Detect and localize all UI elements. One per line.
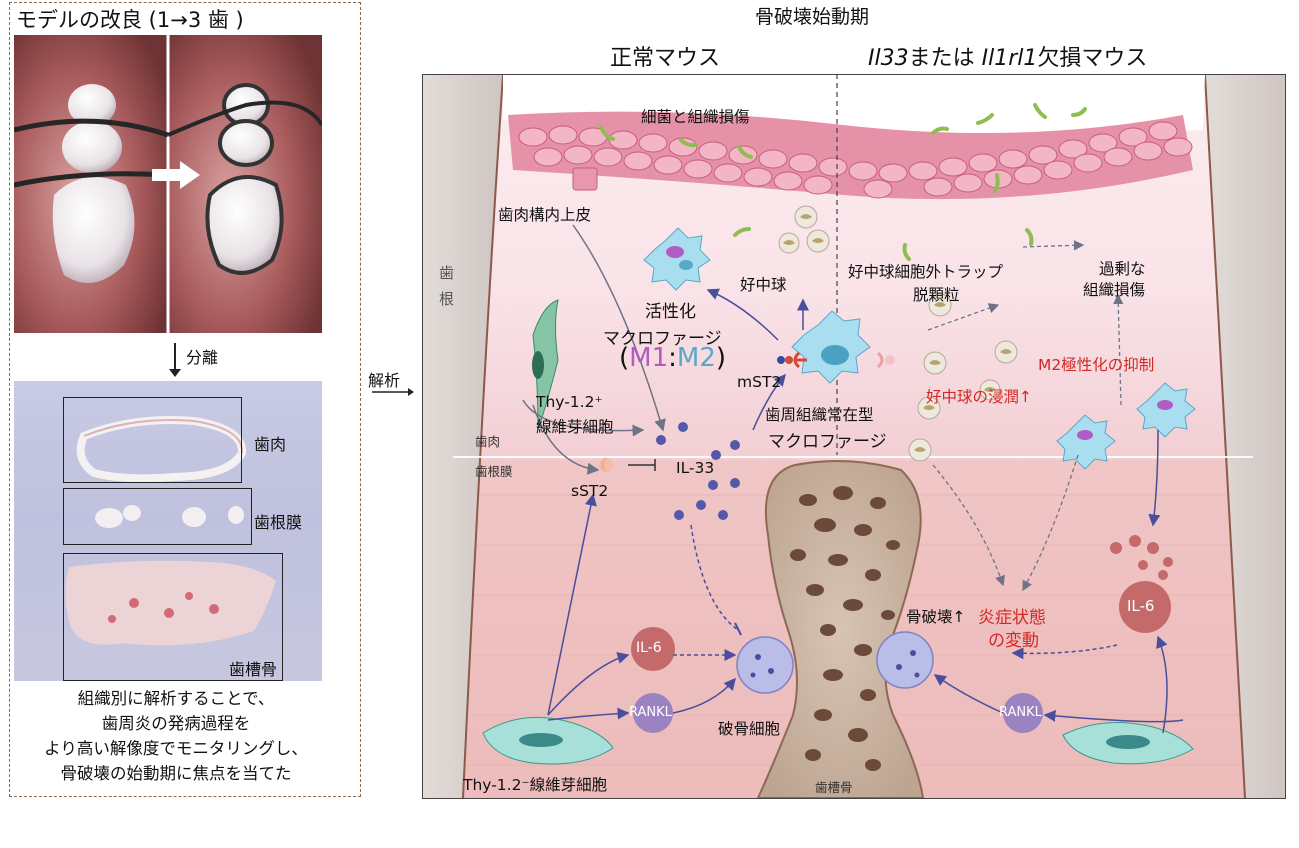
left-caption: 組織別に解析することで、 歯周炎の発病過程を より高い解像度でモニタリングし、 … (10, 686, 342, 786)
caption-line: 歯周炎の発病過程を (101, 714, 251, 733)
bone-label: 歯槽骨 (229, 660, 278, 679)
activated-macrophage-label: 活性化 (645, 302, 696, 322)
osteoclast-label: 破骨細胞 (718, 720, 781, 738)
separation-label: 分離 (186, 348, 219, 367)
dissected-tissue-photo (14, 381, 322, 681)
m2-label: M2 (676, 343, 716, 373)
il6-right-label: IL-6 (1127, 597, 1155, 615)
il33-label: IL-33 (676, 459, 715, 477)
net-label: 好中球細胞外トラップ (848, 263, 1004, 281)
separation-arrow (174, 343, 176, 373)
alveolar-bone-label: 歯槽骨 (815, 780, 853, 795)
caption-line: より高い解像度でモニタリングし、 (44, 739, 308, 758)
sulcular-epithelium-label: 歯肉構内上皮 (498, 206, 592, 224)
separation-arrowhead (169, 369, 181, 377)
degranulation-label: 脱顆粒 (913, 286, 960, 304)
thy-positive-label-2: 線維芽細胞 (536, 418, 614, 436)
gene-il1rl1: Il1rl1 (981, 46, 1038, 71)
neutrophil-label: 好中球 (740, 276, 787, 294)
phase-title: 骨破壊始動期 (755, 6, 870, 28)
normal-mouse-title: 正常マウス (610, 46, 721, 71)
pdl-box (63, 488, 252, 545)
bone-box (63, 553, 283, 681)
caption-line: 骨破壊の始動期に焦点を当てた (60, 764, 292, 783)
inflammation-label-2: の変動 (988, 631, 1039, 651)
excess-damage-label: 過剰な (1099, 260, 1146, 278)
neutrophil-infiltration-label: 好中球の浸潤↑ (926, 388, 1032, 406)
model-title: モデルの改良 (1→3 歯 ) (16, 8, 244, 32)
sst2-label: sST2 (571, 482, 609, 500)
tooth-ligature-photo (14, 35, 322, 333)
knockout-mouse-title: Il33または Il1rl1欠損マウス (868, 40, 1147, 72)
bacteria-label: 細菌と組織損傷 (641, 108, 750, 126)
pdl-label: 歯根膜 (254, 513, 303, 532)
connector: または (908, 46, 982, 71)
il6-label: IL-6 (636, 640, 662, 656)
gene-il33: Il33 (868, 46, 909, 71)
resident-macrophage-label-2: マクロファージ (768, 432, 887, 452)
caption-line: 組織別に解析することで、 (77, 689, 275, 708)
model-panel (9, 2, 361, 797)
pdl-region-label: 歯根膜 (475, 464, 513, 479)
m2-suppression-label: M2極性化の抑制 (1038, 356, 1155, 374)
bone-destruction-label: 骨破壊↑ (906, 608, 966, 626)
tooth-root-label: 歯根 (439, 264, 455, 308)
resident-macrophage-label: 歯周組織常在型 (765, 406, 874, 424)
analysis-label: 解析 (368, 371, 401, 390)
thy-positive-label: Thy-1.2⁺ (536, 393, 603, 411)
inflammation-label: 炎症状態 (978, 608, 1046, 628)
m1-label: M1 (629, 343, 669, 373)
gingiva-box (63, 397, 242, 483)
ratio-colon: : (668, 343, 677, 373)
analysis-arrow (372, 388, 414, 396)
m1-m2-ratio: (M1:M2) (619, 343, 727, 373)
mechanism-diagram: 歯根 細菌と組織損傷 歯肉構内上皮 活性化 マクロファージ (M1:M2) 好中… (422, 74, 1286, 799)
gingiva-region-label: 歯肉 (475, 434, 501, 449)
excess-damage-label-2: 組織損傷 (1083, 281, 1146, 299)
thy-negative-label: Thy-1.2⁻線維芽細胞 (463, 776, 608, 794)
rankl-label: RANKL (629, 705, 672, 720)
gingiva-label: 歯肉 (254, 435, 287, 454)
mst2-label: mST2 (737, 373, 782, 391)
activated-macrophage-label-2: マクロファージ (603, 329, 722, 349)
rankl-right-label: RANKL (999, 705, 1042, 720)
ko-suffix: 欠損マウス (1037, 46, 1148, 71)
